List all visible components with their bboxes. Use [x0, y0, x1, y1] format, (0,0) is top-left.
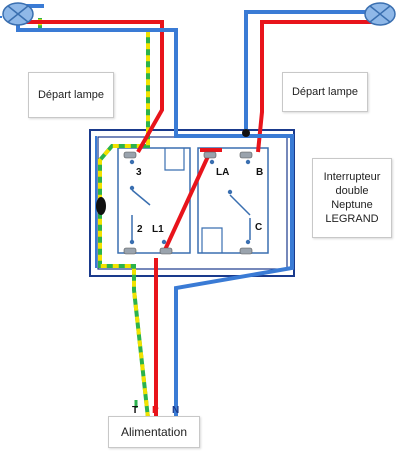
device-line-2: double — [335, 185, 369, 197]
label-depart-lampe-right-text: Départ lampe — [291, 86, 359, 98]
lamp-icon — [2, 2, 34, 26]
switch-contact-right — [229, 194, 251, 216]
module-right-notch — [201, 227, 223, 253]
switch-module-left — [117, 147, 191, 254]
label-alimentation-text: Alimentation — [120, 425, 188, 439]
terminal-contacts — [129, 159, 251, 245]
label-depart-lampe-left-text: Départ lampe — [37, 89, 105, 101]
device-line-4: LEGRAND — [325, 213, 379, 225]
feed-label-earth: T — [132, 405, 139, 416]
terminal-label-2: 2 — [137, 224, 143, 235]
switch-box-outer — [89, 129, 295, 277]
feed-label-phase: P — [152, 405, 159, 416]
lamp-icon — [364, 2, 396, 26]
switch-module-right — [197, 147, 269, 254]
device-line-1: Interrupteur — [323, 171, 381, 183]
junction-dot — [242, 129, 250, 137]
screw-terminal — [123, 151, 253, 255]
label-depart-lampe-left: Départ lampe — [28, 72, 114, 118]
terminal-label-la: LA — [216, 167, 230, 178]
module-left-notch — [164, 148, 185, 171]
switch-contact-left — [131, 189, 151, 206]
terminal-label-c: C — [255, 222, 263, 233]
terminal-label-b: B — [256, 167, 264, 178]
label-depart-lampe-right: Départ lampe — [282, 72, 368, 112]
feed-label-neutral: N — [172, 405, 180, 416]
label-alimentation: Alimentation — [108, 416, 200, 448]
terminal-label-l1: L1 — [152, 224, 164, 235]
terminal-label-3: 3 — [136, 167, 142, 178]
label-device: Interrupteur double Neptune LEGRAND — [312, 158, 392, 238]
junction-dot — [96, 197, 106, 215]
device-line-3: Neptune — [331, 199, 373, 211]
